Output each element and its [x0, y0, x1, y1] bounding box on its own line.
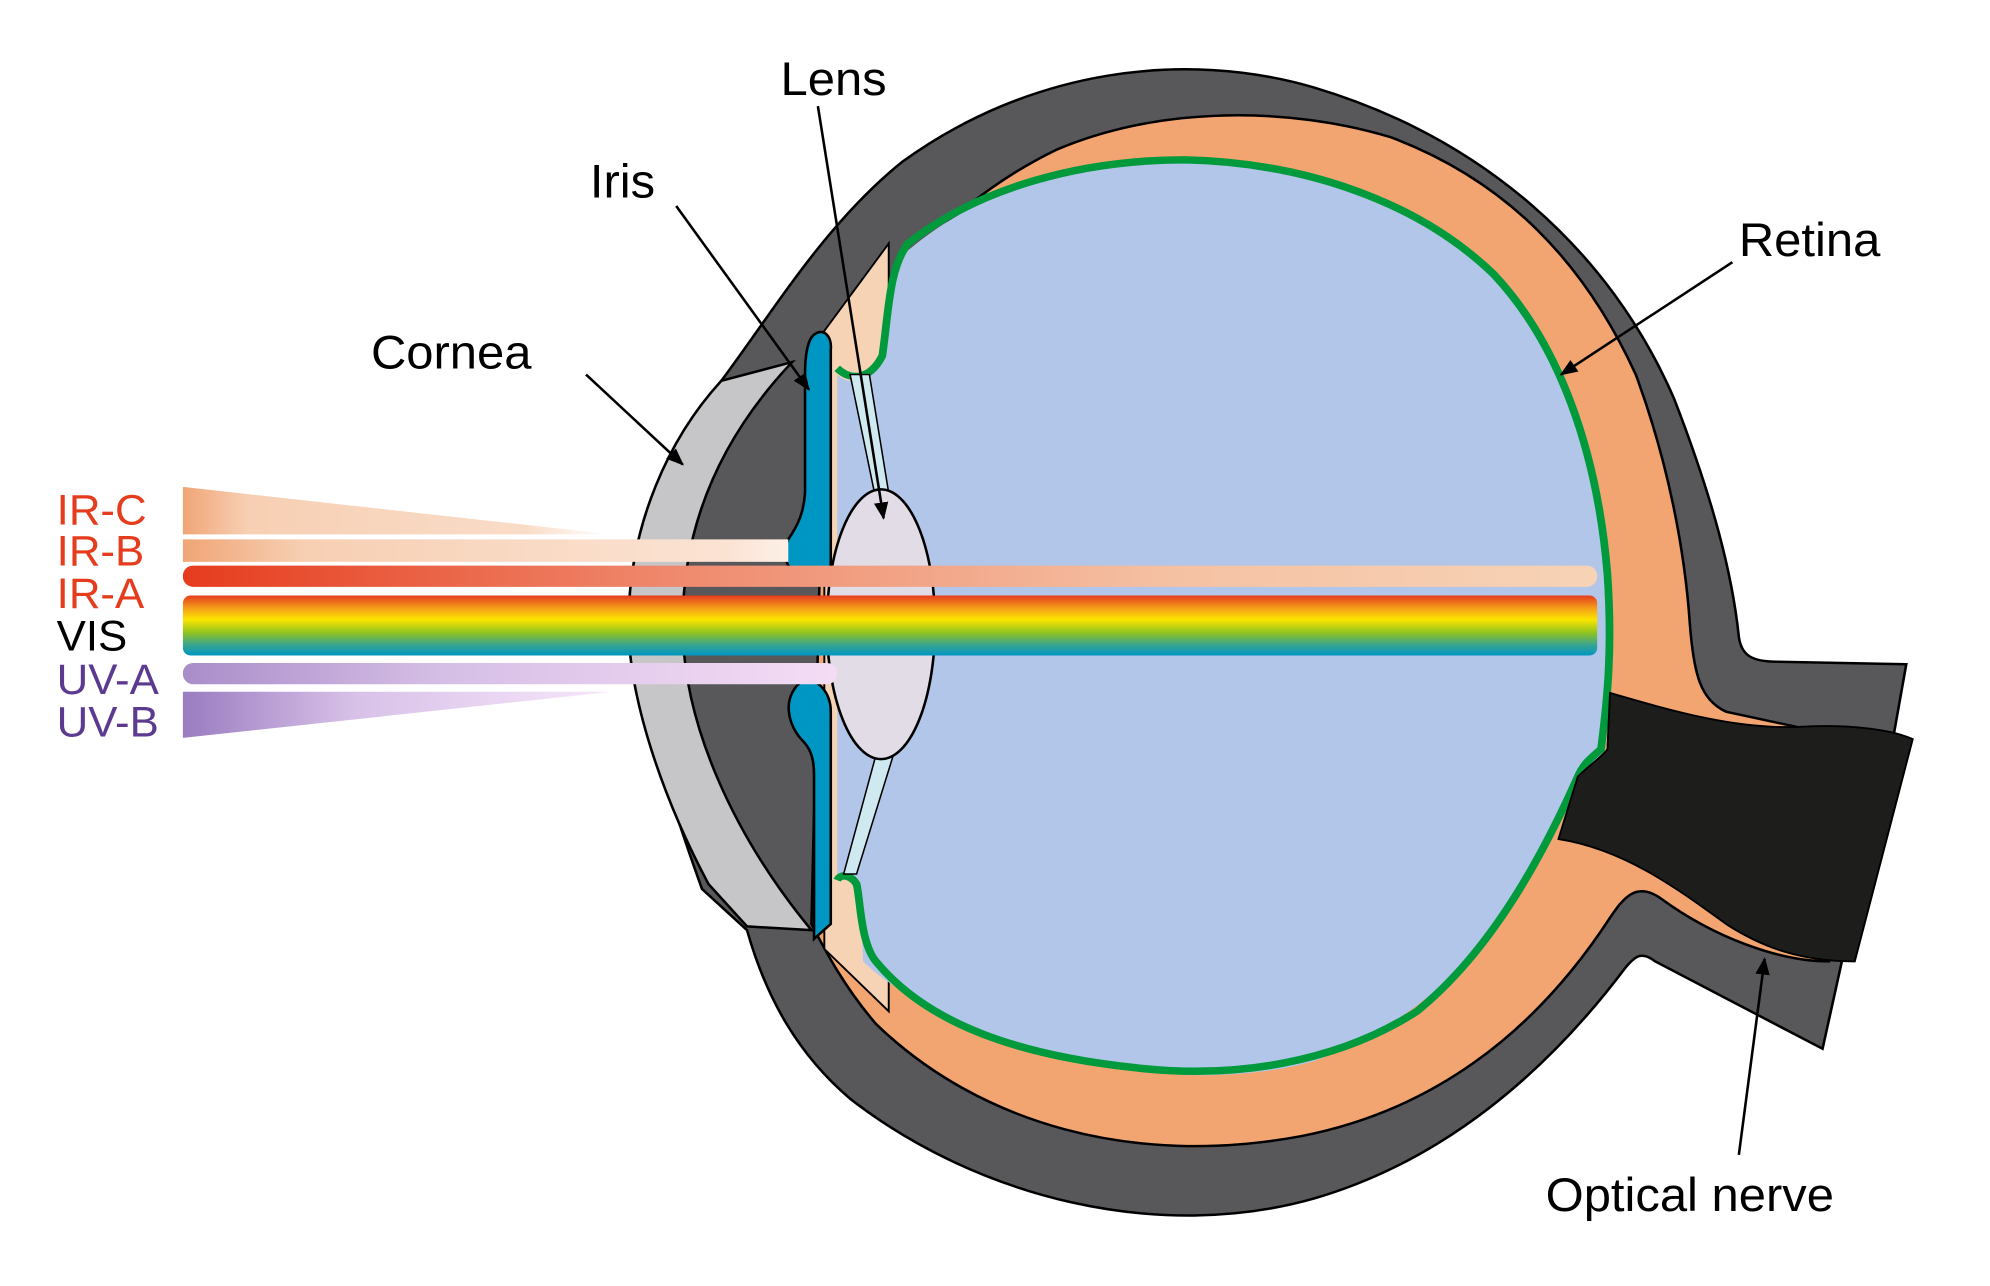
band-label-uvb: UV-B: [57, 699, 159, 746]
band-vis: [182, 595, 1598, 656]
band-irc: [182, 486, 612, 535]
label-optical-nerve: Optical nerve: [1546, 1169, 1834, 1222]
band-label-vis: VIS: [57, 613, 128, 660]
label-lens: Lens: [781, 53, 887, 106]
iris-upper: [783, 330, 833, 583]
band-label-irb: IR-B: [57, 528, 145, 575]
band-label-ira: IR-A: [57, 571, 145, 618]
band-labels: IR-C IR-B IR-A VIS UV-A UV-B: [57, 487, 159, 746]
label-cornea: Cornea: [371, 326, 532, 379]
lens-arrow: [816, 105, 889, 520]
light-bands: [182, 486, 1598, 738]
band-uvb: [182, 691, 612, 738]
band-irb: [182, 539, 789, 562]
band-label-irc: IR-C: [57, 487, 147, 534]
iris-arrow: [675, 205, 810, 391]
band-ira: [182, 565, 1598, 587]
cornea-arrow: [585, 373, 684, 466]
iris-lower: [787, 679, 833, 942]
label-iris: Iris: [590, 155, 655, 208]
retina-line: [833, 156, 1614, 1075]
band-uva: [182, 662, 838, 685]
optic-nerve: [1557, 691, 1914, 963]
band-label-uva: UV-A: [57, 657, 159, 704]
optical-nerve-arrow: [1737, 957, 1770, 1156]
retina-arrow: [1559, 261, 1734, 376]
label-retina: Retina: [1739, 214, 1881, 267]
